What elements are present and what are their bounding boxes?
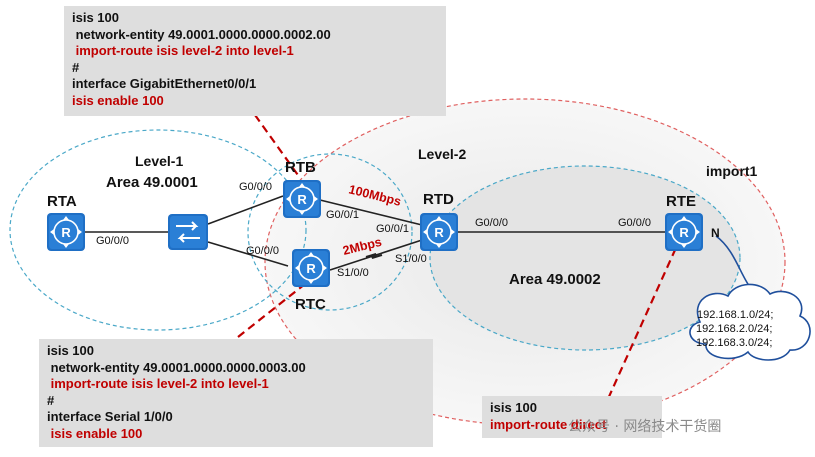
rtd-port-lower-label: S1/0/0	[395, 253, 427, 265]
router-rtb-icon[interactable]	[282, 179, 322, 219]
rtb-port-left-label: G0/0/0	[239, 181, 272, 193]
rtc-port-left-label: G0/0/0	[246, 245, 279, 257]
rtb-port-right-label: G0/0/1	[326, 209, 359, 221]
config-line: #	[47, 392, 55, 408]
router-rtd-icon[interactable]	[419, 212, 459, 252]
level1-title: Level-1	[135, 153, 183, 169]
pointer-rte-config	[601, 249, 677, 411]
import-label: import1	[706, 163, 758, 179]
rta-port-label: G0/0/0	[96, 235, 129, 247]
rtb-config-box: isis 100 network-entity 49.0001.0000.000…	[64, 6, 446, 116]
config-line: isis enable 100	[72, 92, 164, 108]
config-line: import-route direct	[490, 416, 607, 432]
config-line: network-entity 49.0001.0000.0000.0002.00	[72, 26, 331, 42]
level1-area	[9, 129, 307, 331]
pointer-bottom-config	[237, 283, 306, 338]
config-line: interface GigabitEthernet0/0/1	[72, 76, 257, 91]
config-line: isis enable 100	[47, 425, 143, 441]
rtc-config-box: isis 100 network-entity 49.0001.0000.000…	[39, 339, 433, 447]
serial-mark	[365, 253, 383, 259]
router-rte-icon[interactable]	[664, 212, 704, 252]
rtd-port-right-label: G0/0/0	[475, 217, 508, 229]
watermark: 公众号 · 网络技术干货圈	[568, 419, 722, 435]
router-rtc-icon[interactable]	[291, 248, 331, 288]
rtb-label: RTB	[285, 159, 316, 176]
level2-title: Level-2	[418, 146, 466, 162]
config-line: import-route isis level-2 into level-1	[47, 376, 269, 391]
config-line: interface Serial 1/0/0	[47, 409, 173, 424]
config-line: isis 100	[490, 400, 537, 415]
rte-port-label: G0/0/0	[618, 217, 651, 229]
cloud-route-1: 192.168.1.0/24;	[697, 309, 773, 321]
switch-icon[interactable]	[168, 214, 208, 250]
link-rtb-rtd	[319, 199, 423, 226]
rtc-label: RTC	[295, 296, 326, 313]
rta-label: RTA	[47, 193, 77, 210]
link-switch-rtb	[207, 195, 284, 225]
rtc-port-right-label: S1/0/0	[337, 267, 369, 279]
rte-interface-marker: N	[711, 226, 720, 240]
rtd-label: RTD	[423, 191, 454, 208]
rtd-port-upper-label: G0/0/1	[376, 223, 409, 235]
config-line: isis 100	[72, 10, 119, 25]
level1-area-id: Area 49.0001	[106, 174, 198, 191]
l1l2-boundary	[247, 153, 413, 311]
link-switch-rtc	[207, 241, 289, 267]
route-cloud	[689, 283, 811, 361]
rte-label: RTE	[666, 193, 696, 210]
cloud-route-3: 192.168.3.0/24;	[696, 337, 772, 349]
level2-area-id: Area 49.0002	[509, 271, 601, 288]
cloud-route-2: 192.168.2.0/24;	[696, 323, 772, 335]
router-rta-icon[interactable]	[46, 212, 86, 252]
area-49-0002-region	[429, 165, 741, 351]
config-line: isis 100	[47, 343, 94, 358]
config-line: #	[72, 59, 80, 75]
config-line: import-route isis level-2 into level-1	[72, 43, 294, 58]
config-line: network-entity 49.0001.0000.0000.0003.00	[47, 359, 306, 375]
